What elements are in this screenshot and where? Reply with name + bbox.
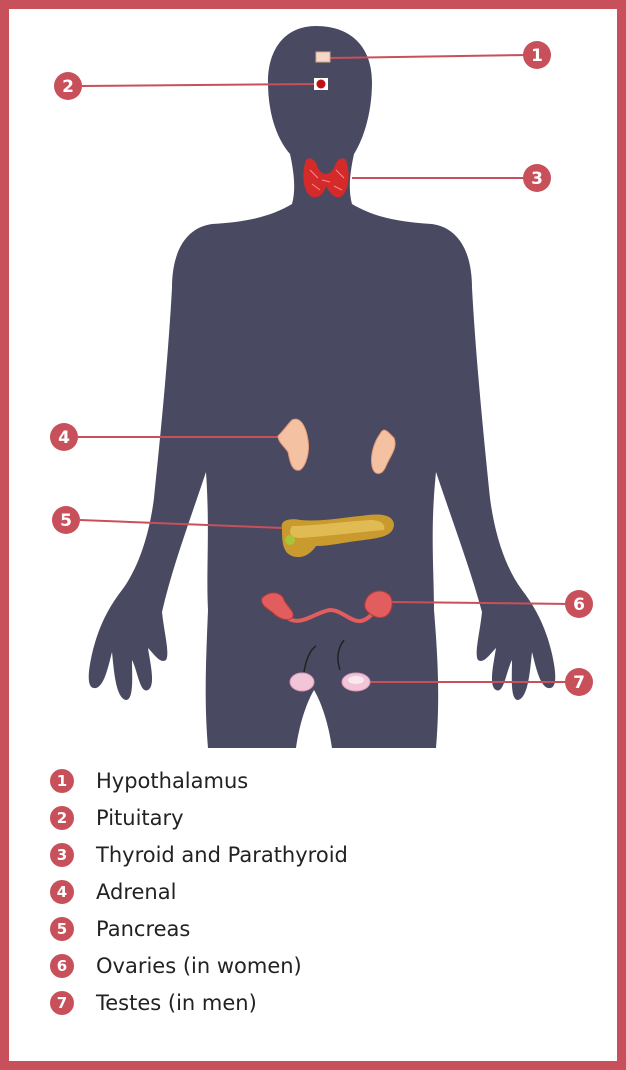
legend-label: Testes (in men) [96,991,257,1015]
callout-badge-1: 1 [523,41,551,69]
hypothalamus-icon [316,52,330,62]
legend-label: Adrenal [96,880,176,904]
legend-number-badge: 6 [50,954,74,978]
callout-badge-4: 4 [50,423,78,451]
callout-badge-2: 2 [54,72,82,100]
callout-badge-6: 6 [565,590,593,618]
legend-item-pancreas: 5 Pancreas [50,910,348,947]
legend-item-pituitary: 2 Pituitary [50,799,348,836]
legend-number-badge: 3 [50,843,74,867]
legend-item-adrenal: 4 Adrenal [50,873,348,910]
pituitary-core [317,80,326,89]
legend-number-badge: 1 [50,769,74,793]
legend-label: Pancreas [96,917,190,941]
legend-label: Pituitary [96,806,184,830]
legend-item-hypothalamus: 1 Hypothalamus [50,762,348,799]
svg-text:4: 4 [58,428,70,448]
callout-badge-5: 5 [52,506,80,534]
legend-number-badge: 5 [50,917,74,941]
legend-label: Thyroid and Parathyroid [96,843,348,867]
svg-text:2: 2 [62,77,74,97]
svg-text:7: 7 [573,673,585,693]
svg-text:3: 3 [531,169,543,189]
legend-number-badge: 2 [50,806,74,830]
svg-text:1: 1 [531,46,543,66]
svg-text:6: 6 [573,595,585,615]
callout-badge-7: 7 [565,668,593,696]
legend-label: Ovaries (in women) [96,954,302,978]
legend-number-badge: 4 [50,880,74,904]
legend-item-ovaries: 6 Ovaries (in women) [50,947,348,984]
legend-number-badge: 7 [50,991,74,1015]
svg-text:5: 5 [60,511,72,531]
human-body-silhouette-icon [89,26,556,748]
callout-badge-3: 3 [523,164,551,192]
legend: 1 Hypothalamus 2 Pituitary 3 Thyroid and… [50,762,348,1021]
legend-label: Hypothalamus [96,769,248,793]
legend-item-thyroid: 3 Thyroid and Parathyroid [50,836,348,873]
legend-item-testes: 7 Testes (in men) [50,984,348,1021]
